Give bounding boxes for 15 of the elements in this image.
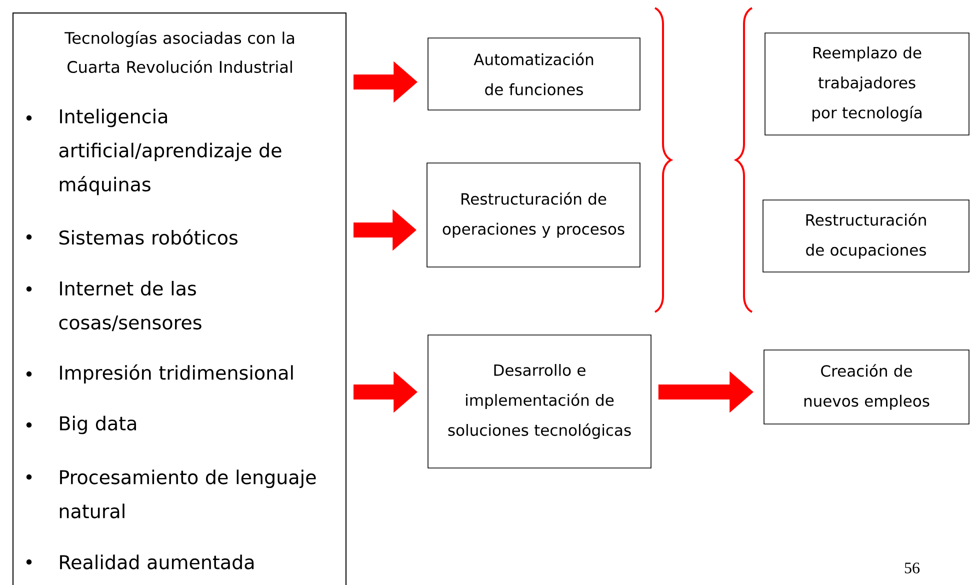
bullet-item: Procesamiento de lenguaje natural [60, 470, 316, 518]
bullet-item: Inteligencia artificial/aprendizaje de máquinas [59, 108, 282, 196]
bullet-item: Big data [60, 416, 136, 434]
bullet-item: Sistemas robóticos [59, 229, 238, 245]
outcome-box: Reemplazo de trabajadores por tecnología [764, 32, 970, 136]
bullet-item: Internet de las cosas/sensores [59, 280, 202, 332]
outcome-box: Desarrollo e implementación de soluciones tecnológicas [428, 334, 652, 468]
page-number: 56 [904, 562, 920, 574]
outcome-box: Creación de nuevos empleos [764, 350, 970, 424]
box-heading: Tecnologías asociadas con la Cuarta Revolución Industrial [64, 30, 294, 73]
outcome-box: Automatización de funciones [428, 38, 640, 110]
outcome-box: Restructuración de operaciones y procesos [426, 162, 640, 268]
outcome-box: Restructuración de ocupaciones [762, 200, 970, 272]
bullet-item: Impresión tridimensional [60, 364, 293, 384]
bullet-item: Realidad aumentada [60, 554, 254, 570]
